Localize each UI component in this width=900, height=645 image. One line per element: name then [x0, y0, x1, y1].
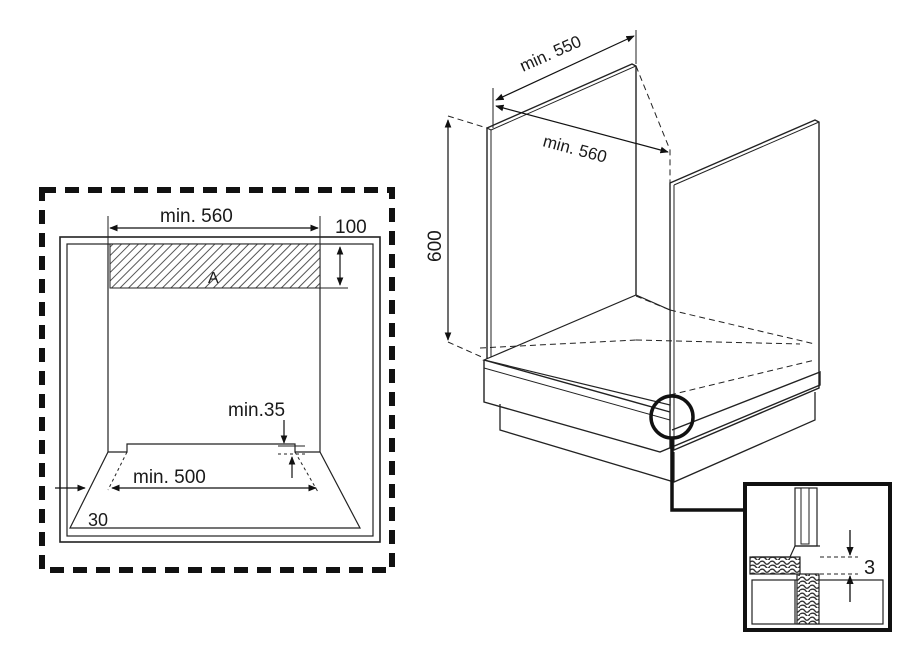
detail-wood-lower — [796, 573, 820, 625]
min-35-label: min.35 — [228, 400, 285, 421]
isometric-cabinet-view: 600 min. 550 min. 560 — [425, 30, 821, 512]
front-view: A min. 560 100 min.35 min. 500 30 — [39, 187, 395, 573]
detail-wood-upper — [749, 556, 801, 575]
inner-width-dimension-line — [495, 104, 669, 154]
area-a-label: A — [208, 270, 219, 287]
ventilation-area-a — [109, 243, 321, 289]
top-width-label: min. 550 — [517, 32, 584, 76]
width-label: min. 560 — [160, 206, 233, 227]
top-width-dimension-line — [495, 35, 635, 101]
height-100-label: 100 — [335, 217, 367, 238]
right-side-panel — [669, 119, 820, 451]
side-gap-label: 30 — [88, 510, 108, 530]
detail-view: 3 — [743, 482, 892, 632]
gap-3-label: 3 — [864, 557, 875, 579]
bottom-width-label: min. 500 — [133, 467, 206, 488]
dashed-niche-border — [39, 187, 395, 573]
height-600-label: 600 — [425, 230, 446, 262]
